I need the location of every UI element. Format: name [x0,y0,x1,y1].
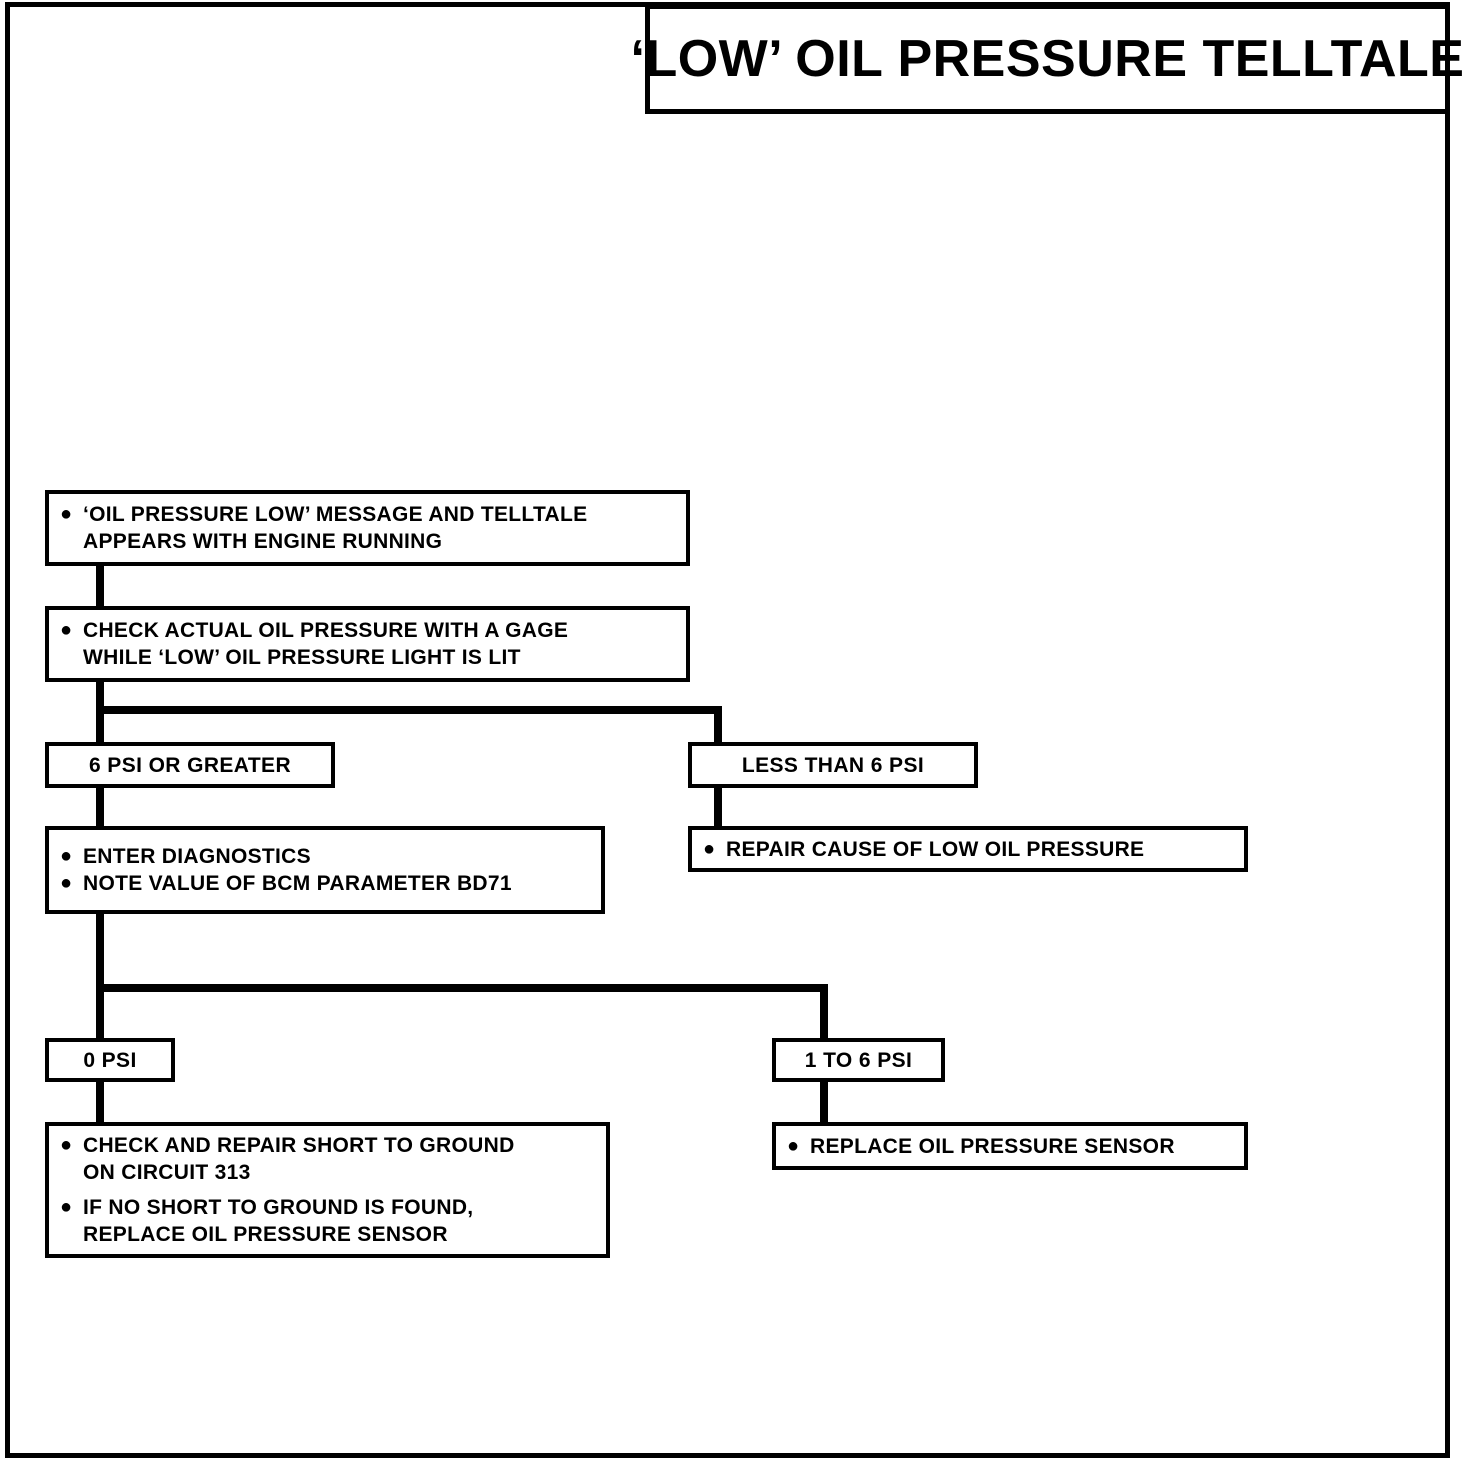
bullet-item: ● IF NO SHORT TO GROUND IS FOUND,REPLACE… [49,1194,606,1248]
bullet-dot-icon: ● [702,837,716,860]
node-branch-6-psi-or-greater: 6 PSI OR GREATER [45,742,335,788]
connector-n8-to-n10 [820,1078,828,1126]
connector-n5-drop [96,910,104,990]
bullet-dot-icon: ● [59,503,73,525]
connector-n7-to-n9 [96,1076,104,1126]
bullet-item: ● ENTER DIAGNOSTICS [49,843,601,870]
bullet-dot-icon: ● [59,1196,73,1218]
node-enter-diagnostics: ● ENTER DIAGNOSTICS ● NOTE VALUE OF BCM … [45,826,605,914]
branch-label: LESS THAN 6 PSI [741,753,925,777]
branch-label: 6 PSI OR GREATER [88,753,292,777]
branch-label: 0 PSI [83,1048,137,1072]
connector-bus-to-n7 [96,984,104,1042]
bullet-dot-icon: ● [59,619,73,641]
bullet-dot-icon: ● [59,872,73,894]
bullet-dot-icon: ● [59,845,73,867]
bullet-dot-icon: ● [59,1134,73,1156]
node-repair-cause-low-oil-pressure: ● REPAIR CAUSE OF LOW OIL PRESSURE [688,826,1248,872]
bullet-item: ● ‘OIL PRESSURE LOW’ MESSAGE AND TELLTAL… [49,501,686,555]
connector-n2-drop [96,676,104,718]
connector-n4-to-n6 [714,784,722,830]
node-branch-less-than-6-psi: LESS THAN 6 PSI [688,742,978,788]
bullet-label: ENTER DIAGNOSTICS [83,845,311,868]
branch-label: 1 TO 6 PSI [804,1048,913,1072]
bullet-label: IF NO SHORT TO GROUND IS FOUND,REPLACE O… [83,1196,474,1246]
connector-n1-to-n2 [96,560,104,612]
title-banner: ‘LOW’ OIL PRESSURE TELLTALE [631,4,1464,114]
bullet-label: REPAIR CAUSE OF LOW OIL PRESSURE [726,837,1145,861]
bullet-dot-icon: ● [786,1134,800,1157]
node-symptom-oil-pressure-low: ● ‘OIL PRESSURE LOW’ MESSAGE AND TELLTAL… [45,490,690,566]
bullet-label: REPLACE OIL PRESSURE SENSOR [810,1134,1175,1158]
page-title: ‘LOW’ OIL PRESSURE TELLTALE [630,30,1465,88]
connector-bus-to-n4 [714,706,722,748]
bullet-item: ● REPLACE OIL PRESSURE SENSOR [776,1133,1244,1160]
connector-n3-to-n5 [96,784,104,830]
bullet-item: ● REPAIR CAUSE OF LOW OIL PRESSURE [692,836,1244,863]
node-branch-0-psi: 0 PSI [45,1038,175,1082]
bullet-item: ● NOTE VALUE OF BCM PARAMETER BD71 [49,870,601,897]
connector-bus-to-n3 [96,706,104,748]
node-branch-1-to-6-psi: 1 TO 6 PSI [772,1038,945,1082]
connector-split-bus-bottom [96,984,828,992]
connector-bus-to-n8 [820,984,828,1042]
node-replace-oil-pressure-sensor: ● REPLACE OIL PRESSURE SENSOR [772,1122,1248,1170]
connector-split-bus-top [96,706,722,714]
bullet-label: NOTE VALUE OF BCM PARAMETER BD71 [83,872,512,895]
